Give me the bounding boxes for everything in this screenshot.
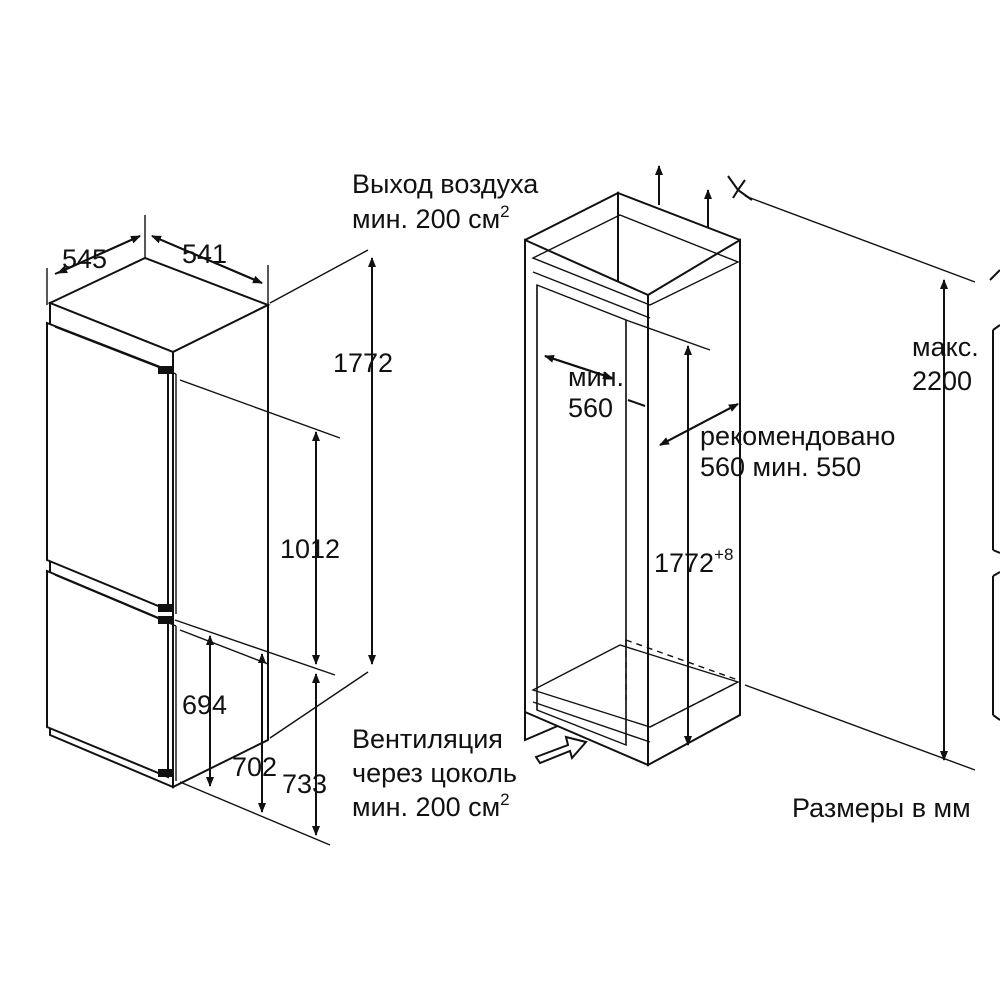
appliance-drawing	[46, 215, 376, 846]
niche-recommended-line1: рекомендовано	[700, 421, 895, 451]
ventilation-line3: мин. 200 см2	[352, 790, 510, 822]
air-outlet-line2: мин. 200 см2	[352, 202, 510, 234]
niche-right-wall	[647, 238, 741, 767]
lower-door-733-label: 733	[282, 769, 327, 799]
units-note: Размеры в мм	[792, 793, 971, 823]
ventilation-arrow-icon	[534, 735, 588, 765]
appliance-upper-door	[46, 321, 169, 612]
width-label: 541	[182, 239, 227, 269]
niche-min-value: 560	[568, 393, 613, 423]
air-outlet-line1: Выход воздуха	[352, 169, 539, 199]
ventilation-line1: Вентиляция	[352, 724, 503, 754]
ventilation-line2: через цоколь	[352, 758, 517, 788]
niche-height-label: 1772+8	[654, 545, 733, 578]
niche-recommended-line2: 560 мин. 550	[700, 452, 861, 482]
air-outlet-note: Выход воздуха мин. 200 см2	[352, 169, 539, 234]
niche-min-label: мин.	[568, 362, 624, 392]
ventilation-note: Вентиляция через цоколь мин. 200 см2	[352, 724, 517, 822]
upper-door-height-label: 1012	[280, 534, 340, 564]
lower-door-694-label: 694	[182, 690, 227, 720]
niche-drawing	[524, 165, 976, 771]
niche-max-label: макс.	[912, 332, 979, 362]
right-clipped-drawing	[989, 269, 1000, 721]
depth-label: 545	[62, 244, 107, 274]
height-total-label: 1772	[333, 348, 393, 378]
niche-front-frame	[524, 238, 649, 767]
lower-door-702-label: 702	[232, 752, 277, 782]
niche-max-value: 2200	[912, 366, 972, 396]
